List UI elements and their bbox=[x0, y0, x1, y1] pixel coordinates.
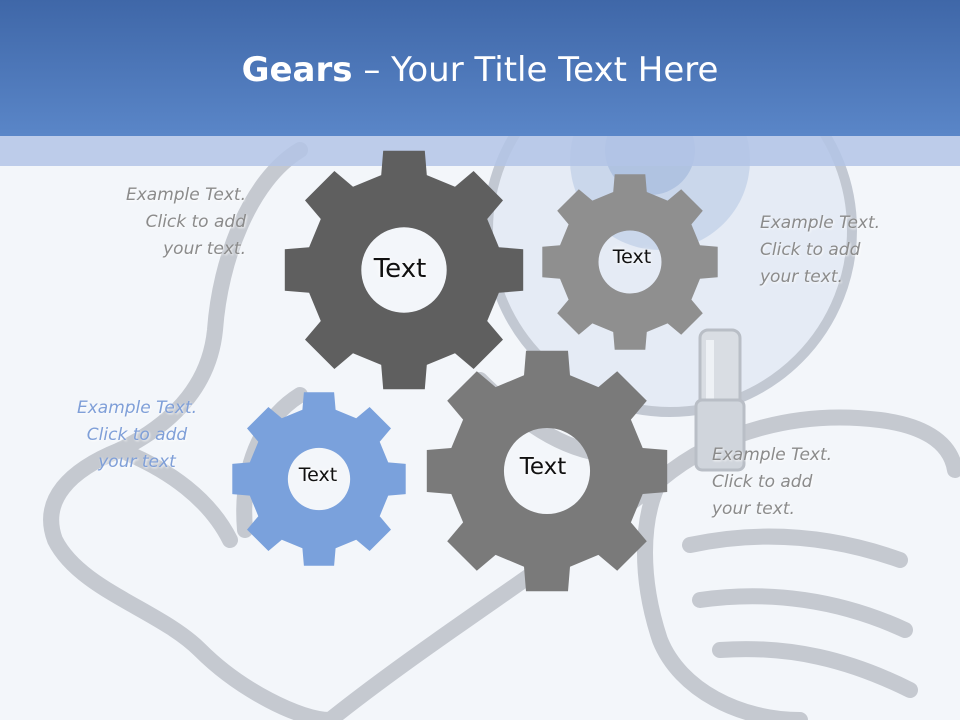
gear-icon[interactable] bbox=[540, 172, 720, 352]
example-text[interactable]: Example Text. Click to add your text bbox=[40, 395, 234, 476]
example-line: your text. bbox=[712, 499, 795, 519]
example-line: Example Text. bbox=[712, 445, 833, 465]
title-bar bbox=[0, 0, 960, 136]
example-line: Click to add bbox=[145, 212, 246, 232]
title-band bbox=[0, 136, 960, 166]
example-line: Click to add bbox=[760, 240, 861, 260]
gear-label[interactable]: Text bbox=[519, 454, 567, 480]
gear-icon[interactable] bbox=[424, 348, 670, 594]
example-line: your text. bbox=[163, 239, 246, 259]
gear-label[interactable]: Text bbox=[612, 246, 652, 268]
example-text[interactable]: Example Text. Click to add your text. bbox=[760, 210, 880, 291]
slide-title[interactable]: Gears – Your Title Text Here bbox=[0, 50, 960, 90]
gear-label[interactable]: Text bbox=[298, 464, 338, 486]
gear-icon[interactable] bbox=[282, 148, 526, 392]
gear-shape bbox=[284, 150, 524, 390]
gear-icon[interactable] bbox=[230, 390, 408, 568]
example-line: Example Text. bbox=[760, 213, 881, 233]
gear-shape bbox=[426, 350, 668, 592]
gear-label[interactable]: Text bbox=[373, 254, 427, 284]
title-rest: – Your Title Text Here bbox=[352, 50, 719, 90]
example-line: Click to add bbox=[712, 472, 813, 492]
gear-shape bbox=[542, 174, 718, 350]
example-line: Example Text. bbox=[125, 185, 246, 205]
example-text[interactable]: Example Text. Click to add your text. bbox=[712, 442, 832, 523]
example-text[interactable]: Example Text. Click to add your text. bbox=[0, 182, 246, 263]
gear-shape bbox=[232, 392, 406, 566]
example-line: your text. bbox=[760, 267, 843, 287]
example-line: Example Text. bbox=[76, 398, 198, 418]
example-line: Click to add bbox=[86, 425, 188, 445]
title-bold: Gears bbox=[241, 50, 353, 90]
example-line: your text bbox=[98, 452, 176, 472]
